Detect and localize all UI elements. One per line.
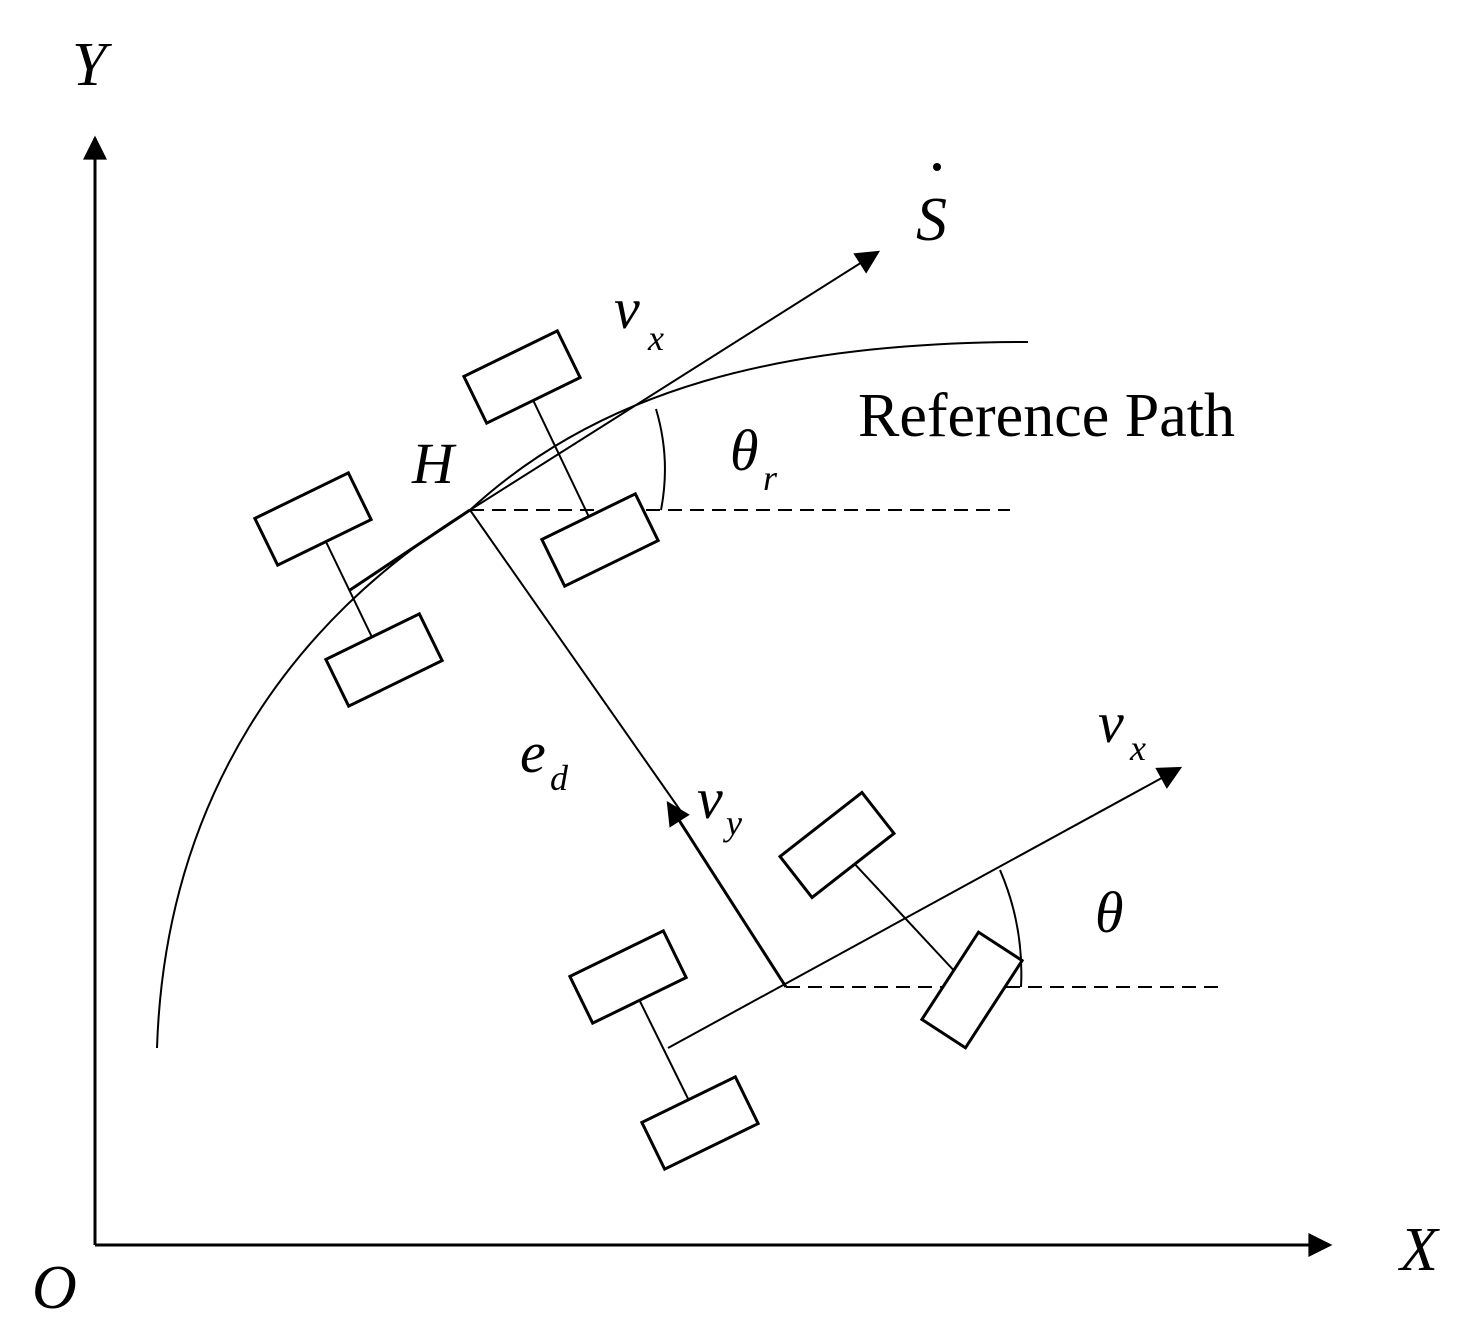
path-tangent-segment	[349, 508, 471, 592]
vx-bottom-subscript: x	[1129, 728, 1146, 768]
e-d-subscript: d	[550, 758, 569, 798]
vehicle-rear-left-wheel	[567, 928, 689, 1026]
vx-top-label: v	[614, 276, 640, 341]
theta-label: θ	[1095, 880, 1124, 945]
ref-vehicle-front-left-wheel	[461, 328, 583, 426]
vehicle-front-axle	[836, 844, 973, 991]
s-dot-arrow	[469, 250, 881, 511]
origin-label: O	[32, 1254, 77, 1322]
reference-vehicle	[252, 328, 661, 709]
h-label: H	[411, 431, 457, 496]
vx-bottom-label: v	[1098, 690, 1124, 755]
theta-arc	[999, 869, 1023, 988]
theta-r-subscript: r	[763, 458, 778, 498]
x-axis-label: X	[1397, 1216, 1440, 1284]
theta-r-label: θ	[730, 418, 759, 483]
actual-vehicle: v x θ	[567, 690, 1222, 1172]
reference-path-label: Reference Path	[858, 382, 1235, 450]
vy-arrow	[666, 800, 788, 988]
ref-vehicle-rear-right-wheel	[323, 611, 445, 709]
y-axis-label: Y	[72, 31, 112, 99]
vx-bottom-arrow	[667, 766, 1183, 1049]
lateral-error-line	[469, 509, 681, 811]
ref-vehicle-front-axle	[521, 376, 601, 541]
vy-subscript: y	[723, 803, 742, 843]
theta-r-arc	[655, 408, 666, 511]
vehicle-front-left-wheel	[777, 790, 897, 900]
e-d-label: e	[520, 720, 546, 785]
ref-vehicle-rear-left-wheel	[252, 470, 374, 568]
s-dot-overdot	[933, 163, 941, 171]
ref-vehicle-front-right-wheel	[539, 491, 661, 589]
vx-top-subscript: x	[647, 318, 664, 358]
vehicle-rear-right-wheel	[639, 1074, 761, 1172]
reference-point-h: H S v x θ r	[411, 163, 1010, 511]
vy-label: v	[697, 766, 723, 831]
s-dot-label: S	[916, 186, 947, 254]
coordinate-axes: X Y O	[32, 31, 1440, 1322]
vehicle-front-right-wheel	[919, 930, 1025, 1050]
